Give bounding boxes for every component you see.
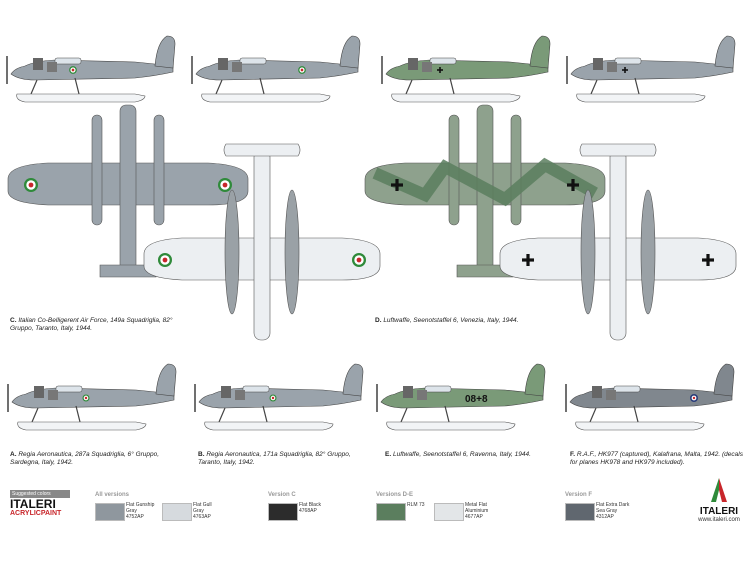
side-view-d-right: [566, 35, 736, 103]
side-view-c-left: [6, 35, 176, 103]
swatch-flat-gunship-gray: [95, 503, 125, 521]
side-view-d-left: [381, 35, 551, 103]
group-title-c: Version C: [268, 492, 296, 498]
caption-d: D. Luftwaffe, Seenotstaffel 6, Venezia, …: [375, 317, 519, 324]
caption-a: A. Regia Aeronautica, 287a Squadriglia, …: [10, 451, 160, 466]
aircraft-artwork: 08+8: [6, 35, 737, 431]
swatch-flat-extra-dark-sea-gray: [565, 503, 595, 521]
italeri-url-link[interactable]: www.italeri.com: [698, 517, 740, 523]
swatch-metal-flat-aluminium: [434, 503, 464, 521]
caption-b: B. Regia Aeronautica, 171a Squadriglia, …: [198, 451, 351, 466]
italeri-acrylic-brand: Suggested colors ITALERI ACRYLICPAINT: [10, 490, 70, 518]
italeri-logo: ITALERI www.italeri.com: [690, 478, 748, 523]
group-title-de: Versions D-E: [376, 492, 414, 498]
swatch-flat-gull-gray: [162, 503, 192, 521]
side-view-f: [565, 363, 735, 431]
group-title-all: All versions: [95, 492, 130, 498]
caption-f: F. R.A.F., HK977 (captured), Kalafrana, …: [570, 451, 743, 466]
swatch-flat-black: [268, 503, 298, 521]
side-view-e: 08+8: [376, 363, 546, 431]
label-rlm-73: RLM 73: [407, 502, 425, 508]
group-title-f: Version F: [565, 492, 593, 498]
top-view-d: [364, 104, 606, 278]
swatch-rlm-73: [376, 503, 406, 521]
side-view-a: [7, 363, 177, 431]
caption-e: E. Luftwaffe, Seenotstaffel 6, Ravenna, …: [385, 451, 531, 458]
side-view-b: [194, 363, 364, 431]
side-view-c-right: [191, 35, 361, 103]
aircraft-code-e: 08+8: [465, 394, 488, 405]
paint-legend: Suggested colors ITALERI ACRYLICPAINT Al…: [0, 478, 750, 560]
caption-c: C. Italian Co-Belligerent Air Force, 149…: [10, 317, 173, 332]
italeri-flag-icon: [711, 478, 727, 502]
